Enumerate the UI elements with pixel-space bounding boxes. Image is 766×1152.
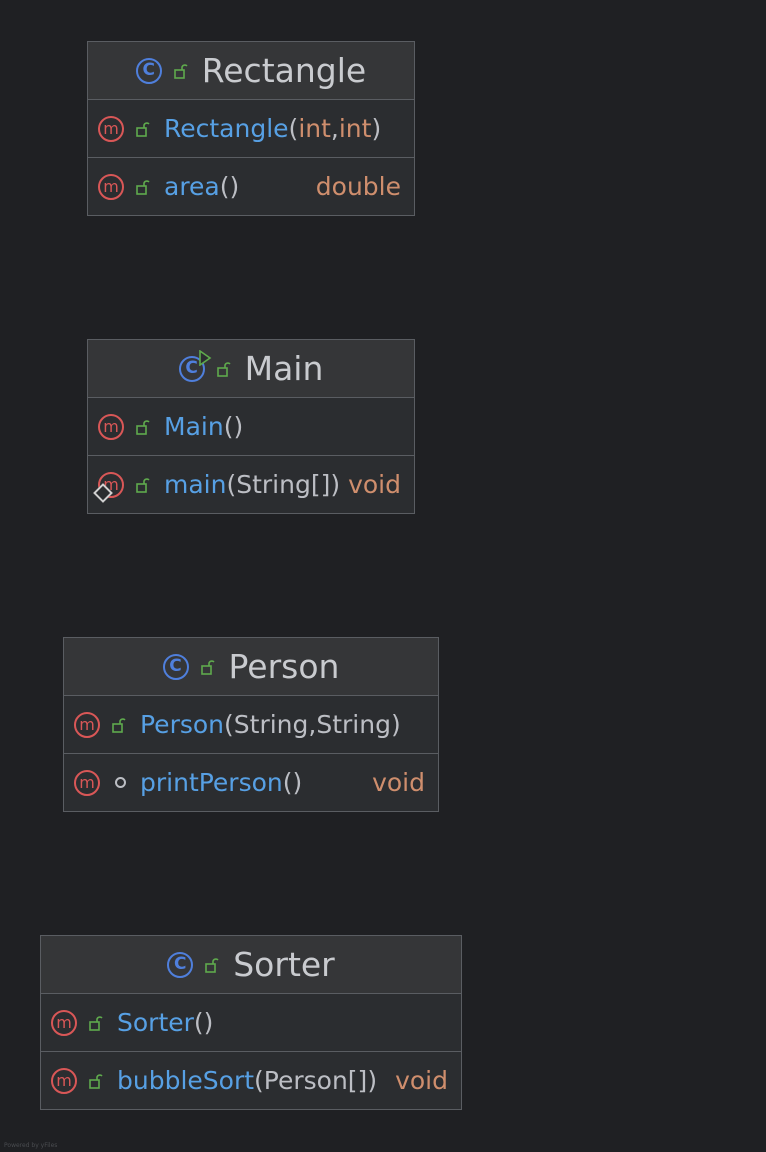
params-open: ( [224, 710, 234, 739]
class-header: C Rectangle [88, 42, 414, 100]
method-icon: m [51, 1067, 77, 1094]
method-icon: m [74, 711, 100, 738]
class-icon: C [167, 951, 194, 978]
class-header: C Main [88, 340, 414, 398]
member-row[interactable]: m area() double [88, 158, 414, 215]
public-lock-icon [200, 659, 215, 675]
member-row[interactable]: m Sorter() [41, 994, 461, 1052]
method-name: Sorter [117, 1008, 194, 1037]
param-type: String [316, 710, 391, 739]
params-open: ( [282, 768, 293, 797]
class-icon: C [135, 57, 162, 84]
method-name: printPerson [140, 768, 283, 797]
method-name: area [164, 172, 220, 201]
return-type: void [372, 768, 425, 797]
class-box-main[interactable]: C Main m Main() m main(String[]) void [87, 339, 415, 514]
member-row[interactable]: m printPerson() void [64, 754, 438, 811]
class-box-sorter[interactable]: C Sorter m Sorter() m bubbleSort(Person[… [40, 935, 462, 1110]
param-separator: , [308, 710, 317, 739]
method-name: bubbleSort [117, 1066, 255, 1095]
public-lock-icon [89, 1073, 103, 1089]
param-type: String[] [236, 470, 331, 499]
params-close: ) [292, 768, 303, 797]
class-header: C Person [64, 638, 438, 696]
method-name: Main [164, 412, 224, 441]
class-name: Person [228, 647, 340, 686]
member-row[interactable]: m Rectangle(int, int) [88, 100, 414, 158]
public-lock-icon [136, 477, 150, 493]
package-private-icon [115, 777, 126, 788]
return-type: void [395, 1066, 448, 1095]
public-lock-icon [112, 717, 126, 733]
params-open: ( [288, 114, 299, 143]
member-row[interactable]: m Person(String, String) [64, 696, 438, 754]
param-type: int [338, 114, 372, 143]
params-open: ( [223, 412, 234, 441]
params-close: ) [229, 172, 240, 201]
public-lock-icon [173, 63, 188, 79]
params-close: ) [233, 412, 244, 441]
public-lock-icon [205, 957, 219, 973]
method-name: Person [140, 710, 225, 739]
param-type: int [298, 114, 331, 143]
params-close: ) [203, 1008, 214, 1037]
params-open: ( [226, 470, 237, 499]
class-icon: C [162, 653, 189, 680]
member-row[interactable]: m main(String[]) void [88, 456, 414, 513]
method-icon: m [51, 1009, 77, 1036]
return-type: double [315, 172, 401, 201]
class-name: Rectangle [201, 51, 367, 90]
params-open: ( [254, 1066, 264, 1095]
member-row[interactable]: m bubbleSort(Person[]) void [41, 1052, 461, 1109]
public-lock-icon [89, 1015, 103, 1031]
params-close: ) [371, 114, 382, 143]
member-row[interactable]: m Main() [88, 398, 414, 456]
params-close: ) [330, 470, 341, 499]
run-icon [198, 349, 212, 366]
public-lock-icon [136, 419, 150, 435]
param-separator: , [330, 114, 339, 143]
credit-text: Powered by yFiles [4, 1142, 58, 1149]
method-icon: m [98, 115, 124, 142]
param-type: String [233, 710, 309, 739]
public-lock-icon [136, 179, 150, 195]
return-type: void [348, 470, 401, 499]
method-icon: m [98, 173, 124, 200]
class-name: Main [244, 349, 324, 388]
method-name: Rectangle [164, 114, 289, 143]
class-box-person[interactable]: C Person m Person(String, String) m prin… [63, 637, 439, 812]
class-box-rectangle[interactable]: C Rectangle m Rectangle(int, int) m area… [87, 41, 415, 216]
method-icon: m [98, 413, 124, 440]
params-close: ) [367, 1066, 378, 1095]
params-open: ( [219, 172, 230, 201]
public-lock-icon [216, 361, 231, 377]
class-name: Sorter [233, 945, 335, 984]
runnable-class-icon: C [178, 349, 212, 382]
public-lock-icon [136, 121, 150, 137]
param-type: Person[] [263, 1066, 368, 1095]
params-open: ( [193, 1008, 204, 1037]
method-name: main [164, 470, 227, 499]
method-icon: m [74, 769, 100, 796]
params-close: ) [390, 710, 401, 739]
class-header: C Sorter [41, 936, 461, 994]
